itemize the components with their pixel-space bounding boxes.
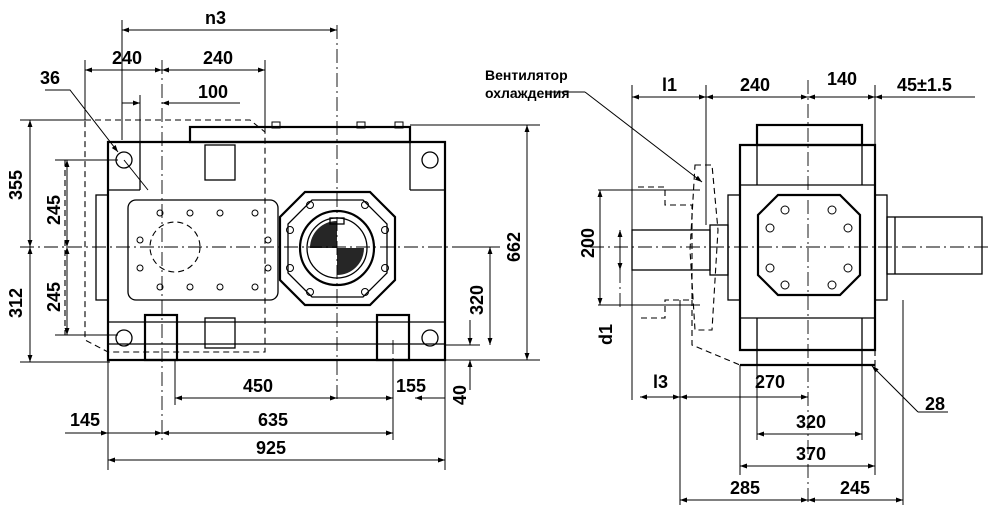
front-dimension-arrows — [27, 27, 530, 463]
output-flange-octagon — [278, 190, 397, 307]
dim-662: 662 — [504, 232, 524, 262]
dim-d1: d1 — [596, 324, 616, 345]
dim-200: 200 — [578, 228, 598, 258]
bolt-head — [394, 121, 404, 129]
fan-guard-dashed — [691, 300, 876, 366]
dim-100: 100 — [198, 82, 228, 102]
dim-n3: n3 — [205, 8, 226, 28]
dim-245-side: 245 — [840, 478, 870, 498]
inspection-window-bottom — [204, 317, 236, 349]
input-bearing-cap — [709, 224, 729, 276]
cooling-fan — [689, 164, 719, 331]
dim-450: 450 — [243, 376, 273, 396]
dim-285: 285 — [730, 478, 760, 498]
dim-155: 155 — [396, 376, 426, 396]
side-cover-bolts — [765, 205, 853, 290]
side-right-flange — [874, 194, 888, 301]
fan-housing-dashed — [638, 186, 693, 319]
dim-40: 40 — [450, 385, 470, 405]
dim-635: 635 — [258, 410, 288, 430]
dim-36: 36 — [40, 68, 60, 88]
dim-240-side: 240 — [740, 75, 770, 95]
front-dimension-labels: n3 240 240 100 36 355 245 312 245 662 32… — [6, 8, 524, 458]
front-view — [20, 25, 460, 440]
dim-145: 145 — [70, 410, 100, 430]
inspection-window-top — [204, 144, 236, 181]
dim-l1: l1 — [662, 75, 677, 95]
dim-l3: l3 — [653, 372, 668, 392]
bolt-head — [356, 121, 366, 129]
dim-370: 370 — [796, 444, 826, 464]
bolt-head — [271, 121, 281, 129]
fan-label-line1: Вентилятор — [485, 67, 568, 83]
foot-left — [143, 313, 179, 362]
side-cover-octagon — [756, 193, 862, 297]
side-view — [590, 80, 990, 505]
octagon-bolts — [286, 201, 389, 296]
side-dimension-labels: Вентилятор охлаждения l1 240 140 45±1.5 … — [485, 67, 952, 498]
input-cover-plate — [127, 199, 279, 301]
dim-45: 45±1.5 — [897, 75, 952, 95]
cover-bolts — [136, 209, 272, 291]
side-housing — [738, 143, 877, 352]
output-flange-inner — [287, 199, 388, 298]
output-shaft — [886, 216, 983, 275]
mounting-hole-bottom-left — [115, 329, 133, 347]
input-shaft — [631, 229, 711, 271]
envelope-dashed-outline — [84, 119, 266, 353]
dim-140: 140 — [827, 69, 857, 89]
side-left-flange — [727, 194, 741, 301]
dim-245-bottom: 245 — [44, 282, 64, 312]
dim-312: 312 — [6, 288, 26, 318]
dim-240-right: 240 — [203, 48, 233, 68]
dim-270: 270 — [755, 372, 785, 392]
dim-240-left: 240 — [112, 48, 142, 68]
fan-label-line2: охлаждения — [485, 85, 570, 101]
dim-245-top: 245 — [44, 195, 64, 225]
dim-355: 355 — [6, 170, 26, 200]
left-flange — [95, 194, 109, 301]
shaft-section-hatch — [310, 221, 337, 248]
dim-28: 28 — [925, 394, 945, 414]
dim-925: 925 — [256, 438, 286, 458]
side-dimension-arrows — [545, 91, 975, 503]
side-top-cover — [755, 123, 864, 147]
dim-320: 320 — [467, 285, 487, 315]
side-dimension-lines — [598, 85, 904, 505]
mounting-hole-bottom-right — [421, 329, 439, 347]
shaft-section-hatch — [337, 248, 364, 275]
top-cover — [188, 125, 412, 144]
mounting-hole-top-right — [421, 151, 439, 169]
dim-320-side: 320 — [796, 412, 826, 432]
